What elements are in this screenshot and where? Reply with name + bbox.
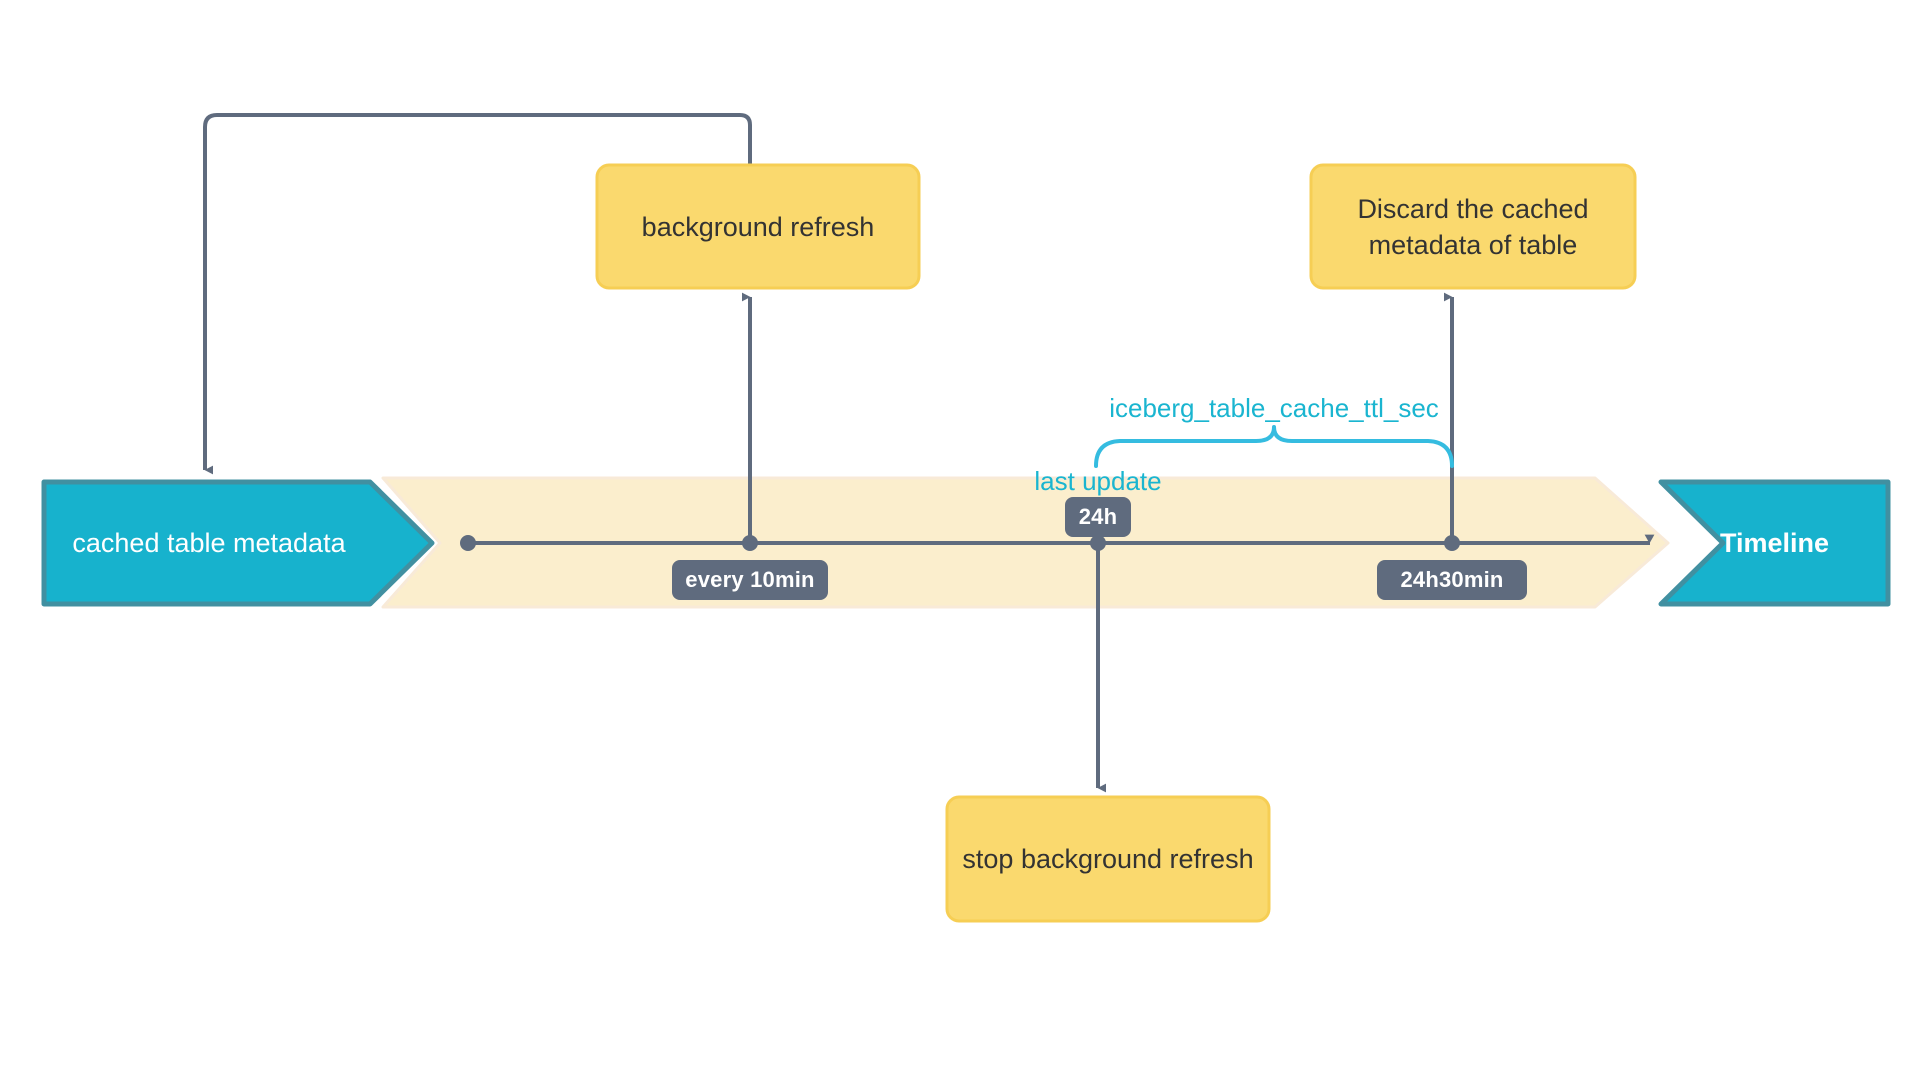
timeline-start-dot — [460, 535, 476, 551]
tick-badge-24h30min-bg — [1377, 560, 1527, 600]
event-box-stop-background-refresh[interactable] — [945, 795, 1271, 923]
event-box-background-refresh[interactable] — [595, 163, 921, 290]
end-endpoint-shape — [1658, 479, 1891, 607]
refresh-loop-connector — [203, 113, 752, 475]
ttl-brace — [1094, 425, 1454, 468]
tick-badge-24h-bg — [1065, 497, 1131, 537]
event-box-discard-cached-metadata[interactable] — [1309, 163, 1637, 290]
tick-badge-every-10min-bg — [672, 560, 828, 600]
start-endpoint-shape — [41, 479, 435, 607]
